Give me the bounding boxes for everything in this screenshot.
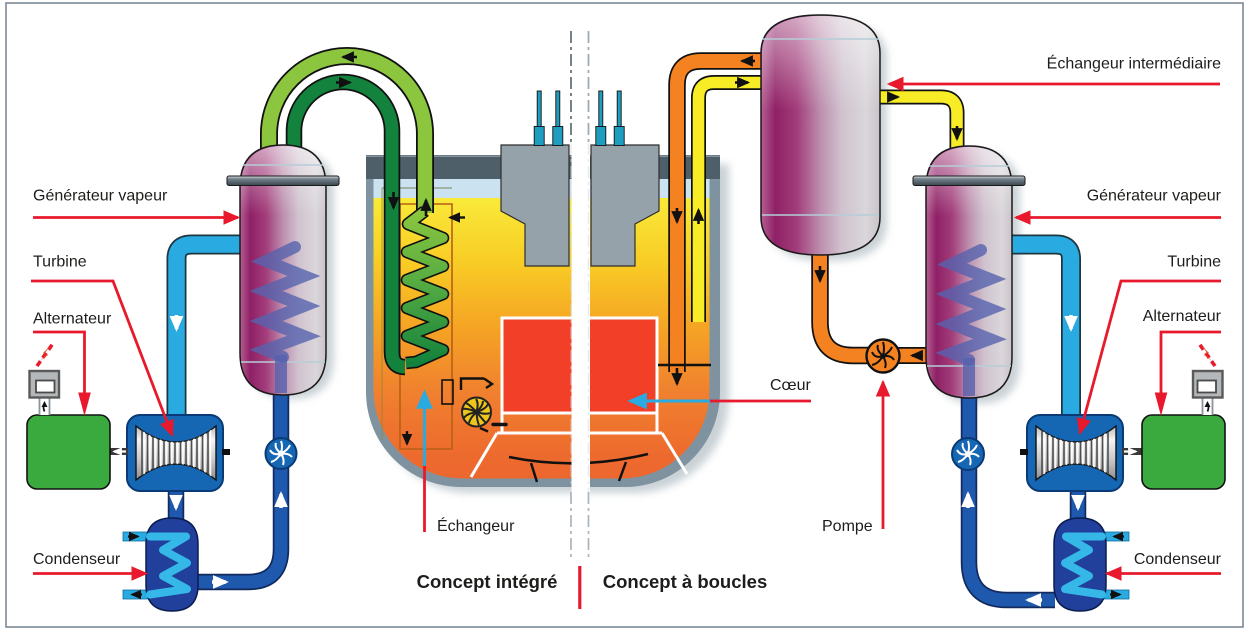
svg-text:Générateur vapeur: Générateur vapeur (33, 188, 168, 205)
svg-text:Pompe: Pompe (822, 518, 873, 535)
svg-text:Échangeur: Échangeur (437, 516, 515, 535)
svg-text:Générateur vapeur: Générateur vapeur (1087, 188, 1222, 205)
svg-text:Alternateur: Alternateur (33, 311, 112, 328)
svg-text:Échangeur intermédiaire: Échangeur intermédiaire (1047, 54, 1221, 73)
svg-text:Condenseur: Condenseur (1134, 551, 1222, 568)
svg-text:Concept à boucles: Concept à boucles (603, 571, 767, 592)
svg-text:Condenseur: Condenseur (33, 551, 121, 568)
svg-text:Turbine: Turbine (33, 254, 87, 271)
svg-text:Cœur: Cœur (770, 377, 812, 394)
svg-text:Alternateur: Alternateur (1143, 308, 1222, 325)
svg-text:Concept intégré: Concept intégré (417, 571, 558, 592)
svg-text:Turbine: Turbine (1167, 254, 1221, 271)
